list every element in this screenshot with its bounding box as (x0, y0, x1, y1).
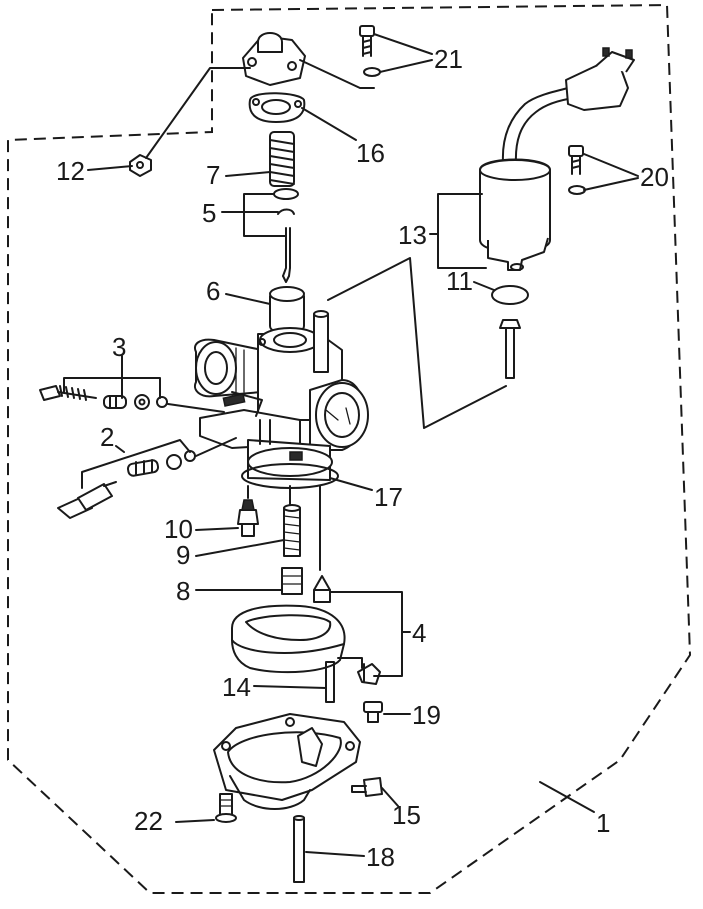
callout-19: 19 (412, 700, 441, 730)
float-needle-part (313, 575, 331, 603)
screw-part (363, 701, 383, 723)
callout-16: 16 (356, 138, 385, 168)
callout-6: 6 (206, 276, 220, 306)
callout-22: 22 (134, 806, 163, 836)
float-part (231, 604, 381, 685)
auto-choke-part (479, 47, 635, 271)
callout-9: 9 (176, 540, 190, 570)
callout-14: 14 (222, 672, 251, 702)
o-ring-part (491, 285, 529, 305)
callout-15: 15 (392, 800, 421, 830)
callout-21: 21 (434, 44, 463, 74)
callout-labels: 1 2 3 4 5 6 7 8 9 10 11 12 13 14 15 16 1… (56, 44, 669, 872)
screw-washer-part (568, 145, 586, 195)
callout-17: 17 (374, 482, 403, 512)
callout-5: 5 (202, 198, 216, 228)
gasket-part (248, 92, 306, 123)
drain-tube-part (293, 815, 305, 883)
top-cover-part (242, 32, 306, 86)
choke-plunger-part (499, 319, 521, 379)
float-bowl-part (213, 713, 361, 810)
jet-holder-part (237, 499, 259, 537)
callout-18: 18 (366, 842, 395, 872)
main-jet-part (281, 567, 303, 595)
callout-2: 2 (100, 422, 114, 452)
callout-8: 8 (176, 576, 190, 606)
callout-3: 3 (112, 332, 126, 362)
callout-10: 10 (164, 514, 193, 544)
screw-washer-part (359, 25, 381, 77)
callout-20: 20 (640, 162, 669, 192)
callout-13: 13 (398, 220, 427, 250)
callout-7: 7 (206, 160, 220, 190)
callout-4: 4 (412, 618, 426, 648)
assembly-boundary (7, 3, 692, 894)
drain-screw-part (351, 777, 383, 797)
callout-1: 1 (596, 808, 610, 838)
carburetor-body-part (194, 310, 369, 481)
callout-11: 11 (446, 266, 473, 296)
nut-part (129, 154, 152, 177)
pilot-screw-part (57, 450, 196, 519)
needle-jet-part (283, 504, 301, 557)
idle-screw-part (39, 385, 168, 410)
spring-part (269, 131, 295, 187)
leader-lines (63, 33, 639, 857)
bowl-screw-part (215, 793, 237, 823)
throttle-slide-part (269, 286, 305, 335)
callout-12: 12 (56, 156, 85, 186)
